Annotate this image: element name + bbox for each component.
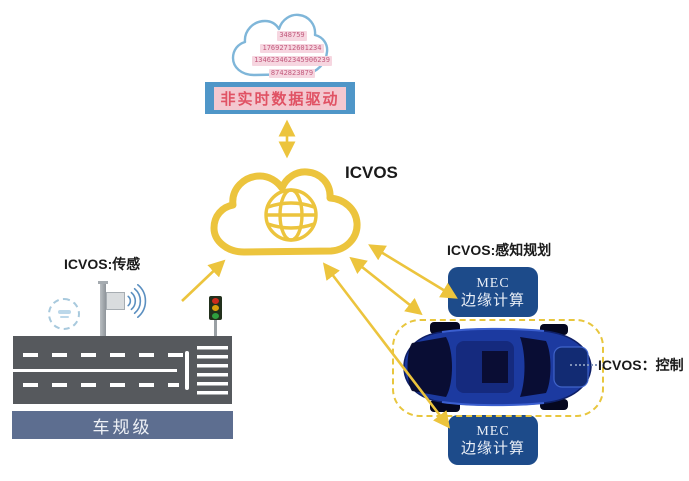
control-label: ICVOS：控制 xyxy=(598,357,684,373)
sensor-pole xyxy=(100,284,106,345)
icvos-cloud-label: ICVOS xyxy=(345,163,398,182)
crosswalk xyxy=(197,346,228,396)
lane-dash-line xyxy=(23,353,189,357)
mec-title: MEC xyxy=(476,275,510,291)
car-top-view xyxy=(403,322,592,412)
traffic-light-pole xyxy=(214,320,217,340)
mec-edge-computing-box-top: MEC 边缘计算 xyxy=(448,267,538,317)
road-graphic xyxy=(13,336,232,404)
globe-icon xyxy=(264,188,318,242)
mec-edge-computing-box-bottom: MEC 边缘计算 xyxy=(448,415,538,465)
lane-dash-line xyxy=(23,383,179,387)
wifi-waves-icon xyxy=(127,284,147,318)
arrow-cloud-mectop xyxy=(368,244,458,299)
icvos-cloud-icon xyxy=(210,168,361,256)
cloud-number: 8742823879 xyxy=(268,68,316,78)
sensing-label: ICVOS:传感 xyxy=(64,256,141,272)
lane-solid-line xyxy=(13,369,177,372)
banner-inset: 非实时数据驱动 xyxy=(214,86,346,110)
roadside-sensor-icon xyxy=(106,292,125,310)
traffic-light-icon xyxy=(209,296,222,320)
vehicle-grade-caption: 车规级 xyxy=(12,411,233,439)
cloud-number-list: 348759 17692712601234 134623462345906239… xyxy=(228,28,356,78)
certification-badge-icon xyxy=(48,298,80,330)
cloud-number: 348759 xyxy=(277,31,307,41)
stop-line xyxy=(185,351,189,390)
control-pointer-line xyxy=(570,364,597,366)
banner-label: 非实时数据驱动 xyxy=(220,91,340,108)
sensor-pole-cap xyxy=(98,281,108,284)
cloud-number: 134623462345906239 xyxy=(252,56,332,66)
arrow-cloud-car xyxy=(349,256,423,316)
mec-subtitle: 边缘计算 xyxy=(460,292,525,309)
perception-planning-label: ICVOS:感知规划 xyxy=(447,242,552,258)
vehicle-grade-label: 车规级 xyxy=(92,417,153,437)
mec-subtitle: 边缘计算 xyxy=(460,440,525,457)
mec-title: MEC xyxy=(476,423,510,439)
data-driven-banner: 非实时数据驱动 xyxy=(205,82,355,114)
cloud-number: 17692712601234 xyxy=(260,43,324,53)
